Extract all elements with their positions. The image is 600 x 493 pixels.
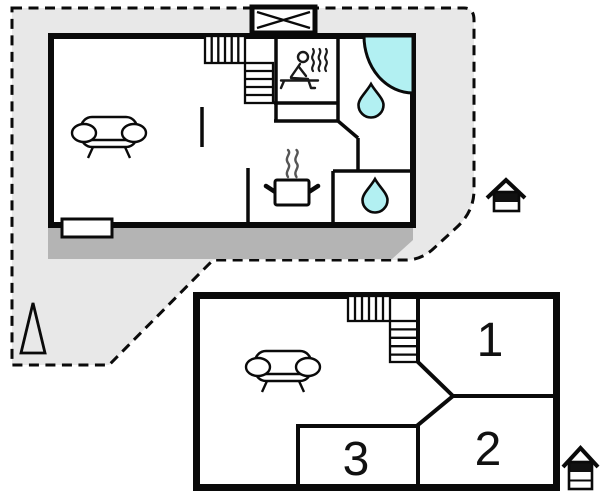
- ground-floor-interior-walls: [200, 36, 413, 225]
- skylight-x-icon: [249, 4, 318, 36]
- ground-floor-outer-walls: [48, 33, 416, 228]
- upper-floor-plan: 1 2 3: [193, 292, 560, 491]
- corner-shower-icon: [362, 34, 415, 95]
- upper-floor-outer-walls: [193, 292, 560, 491]
- upper-floor-interior-walls: [296, 296, 555, 487]
- staircase-icon: [203, 34, 275, 105]
- house-floor-indicator-icon: [561, 445, 600, 491]
- room-label-2: 2: [475, 423, 502, 476]
- sauna-person-icon: [279, 50, 320, 90]
- staircase-icon: [346, 294, 420, 364]
- room-label-3: 3: [343, 433, 370, 486]
- heat-waves-icon: [311, 47, 328, 73]
- steam-icon: [285, 148, 299, 179]
- window-icon: [60, 217, 114, 239]
- terrace-area: [48, 225, 413, 259]
- tree-triangle-icon: [19, 302, 47, 355]
- cooking-pot-icon: [263, 178, 321, 207]
- house-floor-indicator-icon: [485, 177, 527, 213]
- room-label-1: 1: [477, 314, 504, 367]
- ground-floor-plan: [48, 33, 416, 239]
